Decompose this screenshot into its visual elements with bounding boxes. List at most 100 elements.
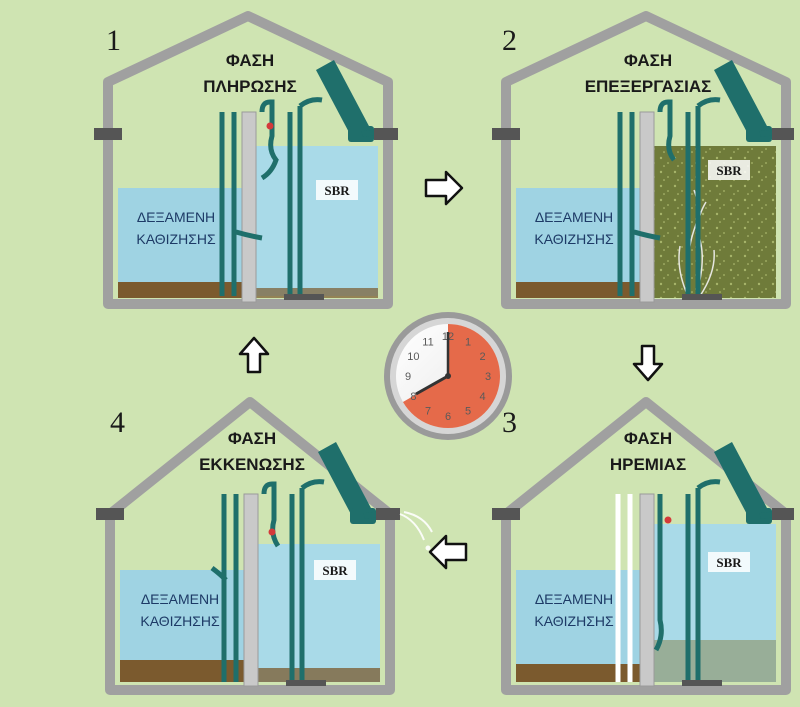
- settling-tank-label-line1: ΔΕΞΑΜΕΝΗ: [141, 591, 219, 607]
- settling-tank-sludge: [120, 660, 244, 682]
- settling-tank-label-line2: ΚΑΘΙΖΗΣΗΣ: [534, 613, 614, 629]
- inlet-nozzle: [492, 508, 520, 520]
- float-switch: [664, 516, 672, 524]
- clock-numeral: 4: [480, 391, 486, 403]
- pump-icon: [298, 60, 381, 142]
- sbr-reactor-water: [256, 146, 378, 296]
- outlet-nozzle: [772, 128, 794, 140]
- sbr-label: SBR: [324, 183, 350, 198]
- transfer-pipe: [657, 99, 677, 162]
- tank-housing: [103, 11, 393, 309]
- sbr-label: SBR: [716, 555, 742, 570]
- outlet-nozzle: [772, 508, 794, 520]
- settling-tank-sludge: [516, 282, 640, 298]
- clock-numeral: 1: [465, 336, 471, 348]
- divider-wall: [639, 493, 655, 687]
- transfer-pipe: [259, 99, 279, 181]
- phase-1-panel: 1 ΦΑΣΗ ΠΛΗΡΩΣΗΣ ΔΕΞΑΜΕΝΗ ΚΑΘΙΖΗΣΗΣ SBR: [94, 11, 398, 309]
- arrow-left-icon: [428, 534, 468, 570]
- settling-tank-label-line2: ΚΑΘΙΖΗΣΗΣ: [136, 231, 216, 247]
- phase-title-line1: ΦΑΣΗ: [624, 51, 672, 70]
- settling-tank-label-line1: ΔΕΞΑΜΕΝΗ: [535, 591, 613, 607]
- sbr-label-box: [708, 160, 750, 180]
- phase-title-line1: ΦΑΣΗ: [228, 429, 276, 448]
- arrow-up-icon: [238, 336, 270, 374]
- return-hook: [235, 229, 263, 241]
- return-pipe: [685, 106, 701, 296]
- clock-numeral: 5: [465, 406, 471, 418]
- return-pipe: [287, 106, 303, 296]
- clock-hand-hour: [415, 374, 449, 396]
- sbr-reactor-sludge: [256, 288, 378, 298]
- phase-title-line2: ΕΚΚΕΝΩΣΗΣ: [199, 455, 305, 474]
- sbr-reactor-sludge: [258, 668, 380, 682]
- settling-tank-label-line2: ΚΑΘΙΖΗΣΗΣ: [534, 231, 614, 247]
- settling-tank-sludge: [118, 282, 242, 298]
- settling-tank-label-line2: ΚΑΘΙΖΗΣΗΣ: [140, 613, 220, 629]
- phase-number: 1: [106, 24, 121, 57]
- phase-number: 4: [110, 406, 125, 439]
- inlet-nozzle: [492, 128, 520, 140]
- outlet-nozzle: [374, 128, 398, 140]
- clock-numeral: 7: [425, 406, 431, 418]
- tank-housing: [501, 397, 791, 695]
- sbr-label-box: [314, 560, 356, 580]
- divider-wall: [243, 493, 259, 687]
- clock-numeral: 11: [422, 336, 433, 348]
- pump-icon: [696, 60, 779, 142]
- clock-numeral: 2: [480, 351, 486, 363]
- tank-housing: [105, 397, 395, 695]
- airlift-pipe: [219, 112, 237, 296]
- settling-tank-label-line1: ΔΕΞΑΜΕΝΗ: [535, 209, 613, 225]
- settling-tank-label-line1: ΔΕΞΑΜΕΝΗ: [137, 209, 215, 225]
- clock-numeral: 9: [405, 371, 411, 383]
- phase-title-line2: ΠΛΗΡΩΣΗΣ: [203, 77, 297, 96]
- clock-numeral: 8: [410, 391, 416, 403]
- clock-numeral: 3: [485, 371, 491, 383]
- phase-number: 3: [502, 406, 517, 439]
- settling-tank-sludge: [516, 664, 640, 682]
- clock-numbers: 121234567891011: [405, 331, 491, 423]
- clock-icon: 121234567891011: [384, 312, 512, 440]
- sbr-label: SBR: [322, 563, 348, 578]
- clock-numeral: 10: [407, 351, 419, 363]
- return-hook: [633, 229, 661, 241]
- phase-number: 2: [502, 24, 517, 57]
- float-switch: [266, 122, 274, 130]
- phase-title-line2: ΗΡΕΜΙΑΣ: [610, 455, 686, 474]
- phase-title-line1: ΦΑΣΗ: [226, 51, 274, 70]
- inlet-nozzle: [94, 128, 122, 140]
- phase-title-line2: ΕΠΕΞΕΡΓΑΣΙΑΣ: [585, 77, 712, 96]
- divider-wall: [639, 111, 655, 303]
- return-pipe: [289, 488, 305, 682]
- sbr-label-box: [708, 552, 750, 572]
- clock-center: [445, 373, 451, 379]
- airlift-pipe: [615, 494, 633, 682]
- airlift-pipe: [221, 494, 239, 682]
- diffuser-plate: [682, 680, 722, 686]
- return-hook: [210, 566, 228, 582]
- return-pipe: [685, 488, 701, 682]
- diffuser-plate: [286, 680, 326, 686]
- outlet-nozzle: [376, 508, 400, 520]
- phase-3-panel: 3 ΦΑΣΗ ΗΡΕΜΙΑΣ ΔΕΞΑΜΕΝΗ ΚΑΘΙΖΗΣΗΣ SBR: [492, 397, 794, 695]
- diffuser-plate: [682, 294, 722, 300]
- phase-title-line1: ΦΑΣΗ: [624, 429, 672, 448]
- phase-2-panel: 2 ΦΑΣΗ ΕΠΕΞΕΡΓΑΣΙΑΣ ΔΕΞΑΜΕΝΗ ΚΑΘΙΖΗΣΗΣ S…: [492, 11, 794, 309]
- airlift-pipe: [617, 112, 635, 296]
- clock-elapsed-sector: [402, 324, 501, 429]
- sbr-settled-sludge: [654, 640, 776, 682]
- inlet-nozzle: [96, 508, 124, 520]
- arrow-right-icon: [424, 170, 464, 206]
- float-switch: [268, 528, 276, 536]
- phase-4-panel: 4 ΦΑΣΗ ΕΚΚΕΝΩΣΗΣ ΔΕΞΑΜΕΝΗ ΚΑΘΙΖΗΣΗΣ SBR: [96, 397, 439, 695]
- transfer-pipe: [261, 481, 281, 548]
- transfer-pipe: [653, 494, 664, 652]
- tank-housing: [501, 11, 791, 309]
- arrow-down-icon: [632, 344, 664, 382]
- sbr-label-box: [316, 180, 358, 200]
- clock-numeral: 6: [445, 411, 451, 423]
- sbr-label: SBR: [716, 163, 742, 178]
- diffuser-plate: [284, 294, 324, 300]
